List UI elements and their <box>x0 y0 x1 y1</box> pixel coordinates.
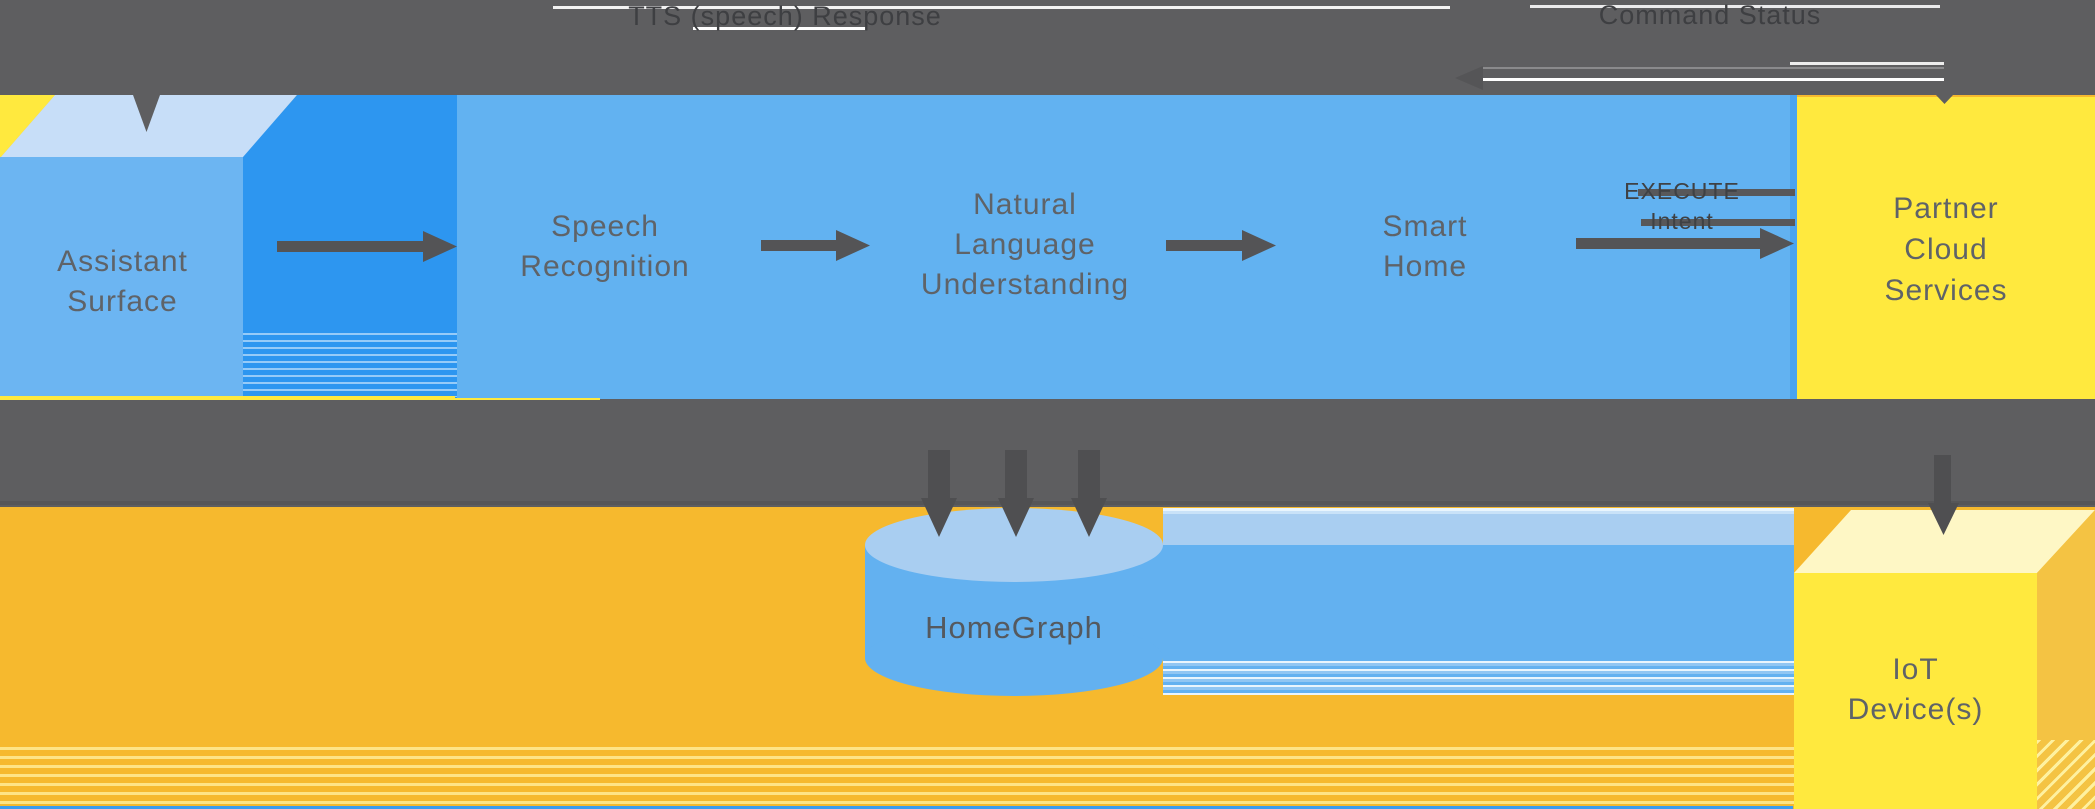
natural-language-understanding-label: Natural Language Understanding <box>920 188 1130 301</box>
homegraph-band-top <box>1163 508 1794 545</box>
artifact-line <box>1790 62 1944 65</box>
artifact-bar <box>1638 189 1795 196</box>
iot-devices-label: IoT Device(s) <box>1847 653 1984 726</box>
artifact-stripes <box>243 333 457 397</box>
artifact-stripes <box>0 747 1794 806</box>
iot-device-box <box>1794 573 2037 809</box>
artifact-stripes <box>2037 740 2095 809</box>
partner-cloud-services-label: Partner Cloud Services <box>1884 192 2008 307</box>
arrow-smart-home-to-partner <box>1576 238 1760 249</box>
artifact-line <box>1483 78 1944 81</box>
command-status-label: Command Status <box>1598 0 1822 30</box>
artifact-line <box>455 398 600 400</box>
arrow-down-to-homegraph-2 <box>1005 450 1027 502</box>
assistant-surface-label: Assistant Surface <box>57 245 188 318</box>
arrow-down-to-iot-device <box>1934 455 1951 505</box>
homegraph-cylinder-bottom <box>865 620 1163 696</box>
region-edge <box>1790 95 1797 399</box>
smart-home-label: Smart Home <box>1382 210 1468 283</box>
arrow-speech-to-nlu <box>761 240 836 251</box>
artifact-line <box>553 6 1450 9</box>
homegraph-band <box>1163 545 1794 658</box>
speech-recognition-label: Speech Recognition <box>520 210 690 283</box>
google-assistant-region <box>457 95 1790 399</box>
assistant-surface-box <box>0 157 243 399</box>
middle-band <box>0 399 2095 507</box>
artifact-line <box>0 396 455 400</box>
execute-intent-label: EXECUTE Intent <box>1624 178 1740 234</box>
arrow-assistant-to-speech <box>277 241 423 252</box>
partner-cloud-services-box <box>1797 97 2095 399</box>
artifact-line <box>1483 67 1944 69</box>
tts-response-label: TTS (speech) Response <box>628 1 942 31</box>
homegraph-label: HomeGraph <box>925 610 1103 645</box>
arrow-nlu-to-smart-home <box>1166 240 1242 251</box>
middle-band-edge <box>0 501 2095 505</box>
arrow-down-to-homegraph-1 <box>928 450 950 502</box>
arrow-down-to-homegraph-3 <box>1078 450 1100 502</box>
partner-arrow-notch-icon <box>1936 95 1953 104</box>
artifact-bar <box>1641 219 1795 226</box>
artifact-stripes <box>1163 658 1794 695</box>
artifact-line <box>693 27 867 30</box>
bottom-edge-strip <box>0 806 1793 809</box>
artifact-line <box>1530 5 1940 8</box>
